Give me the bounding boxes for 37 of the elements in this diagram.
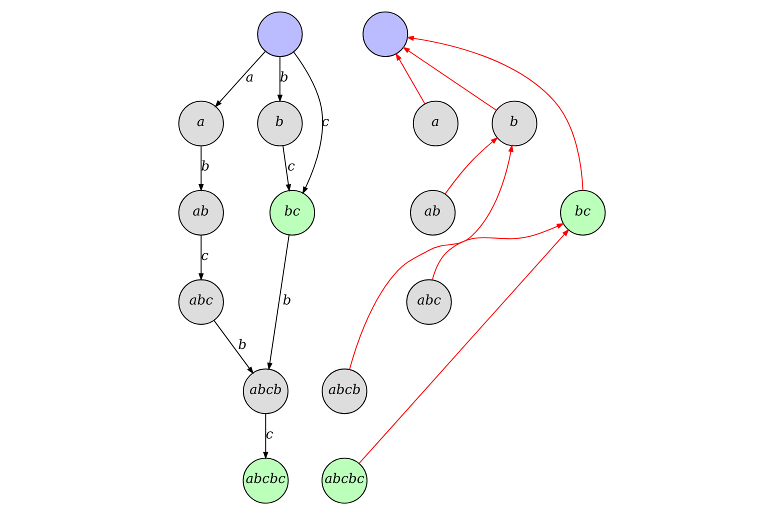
arrow	[406, 36, 583, 191]
arrow	[198, 146, 204, 192]
node-circle	[256, 11, 302, 58]
arrow	[262, 413, 268, 460]
edge-label: c	[287, 160, 294, 175]
arrow	[276, 56, 282, 102]
edge-label: b	[279, 70, 288, 86]
arrow	[358, 228, 569, 464]
node-circle: bc	[268, 190, 315, 236]
arrow	[402, 46, 496, 111]
edge-label: b	[238, 338, 246, 354]
node-circle: a	[412, 100, 458, 146]
arrow	[214, 51, 266, 108]
arrow	[431, 223, 564, 280]
node-circle: abc	[178, 279, 224, 325]
node-circle: b	[256, 100, 302, 146]
arrow	[213, 320, 254, 374]
edge-label: b	[200, 160, 210, 175]
arrow	[198, 234, 204, 281]
edge-label: c	[200, 248, 208, 264]
arrow	[266, 234, 290, 370]
arrow	[395, 52, 425, 104]
node-circle: abc	[406, 279, 452, 325]
arrow	[292, 51, 323, 194]
node-circle: abcb	[242, 368, 288, 414]
node-circle: abcbc	[321, 458, 367, 504]
arrow	[282, 146, 291, 192]
edge-label: c	[265, 428, 273, 443]
arrow	[444, 137, 498, 194]
node-circle: abcb	[321, 368, 367, 414]
node-circle	[362, 11, 408, 58]
arrow	[348, 144, 513, 370]
node-circle: ab	[410, 190, 456, 236]
node-circle: abcbc	[242, 458, 288, 504]
edge-label: a	[245, 70, 254, 86]
node-circle: ab	[178, 190, 224, 236]
edge-label: b	[282, 294, 291, 309]
